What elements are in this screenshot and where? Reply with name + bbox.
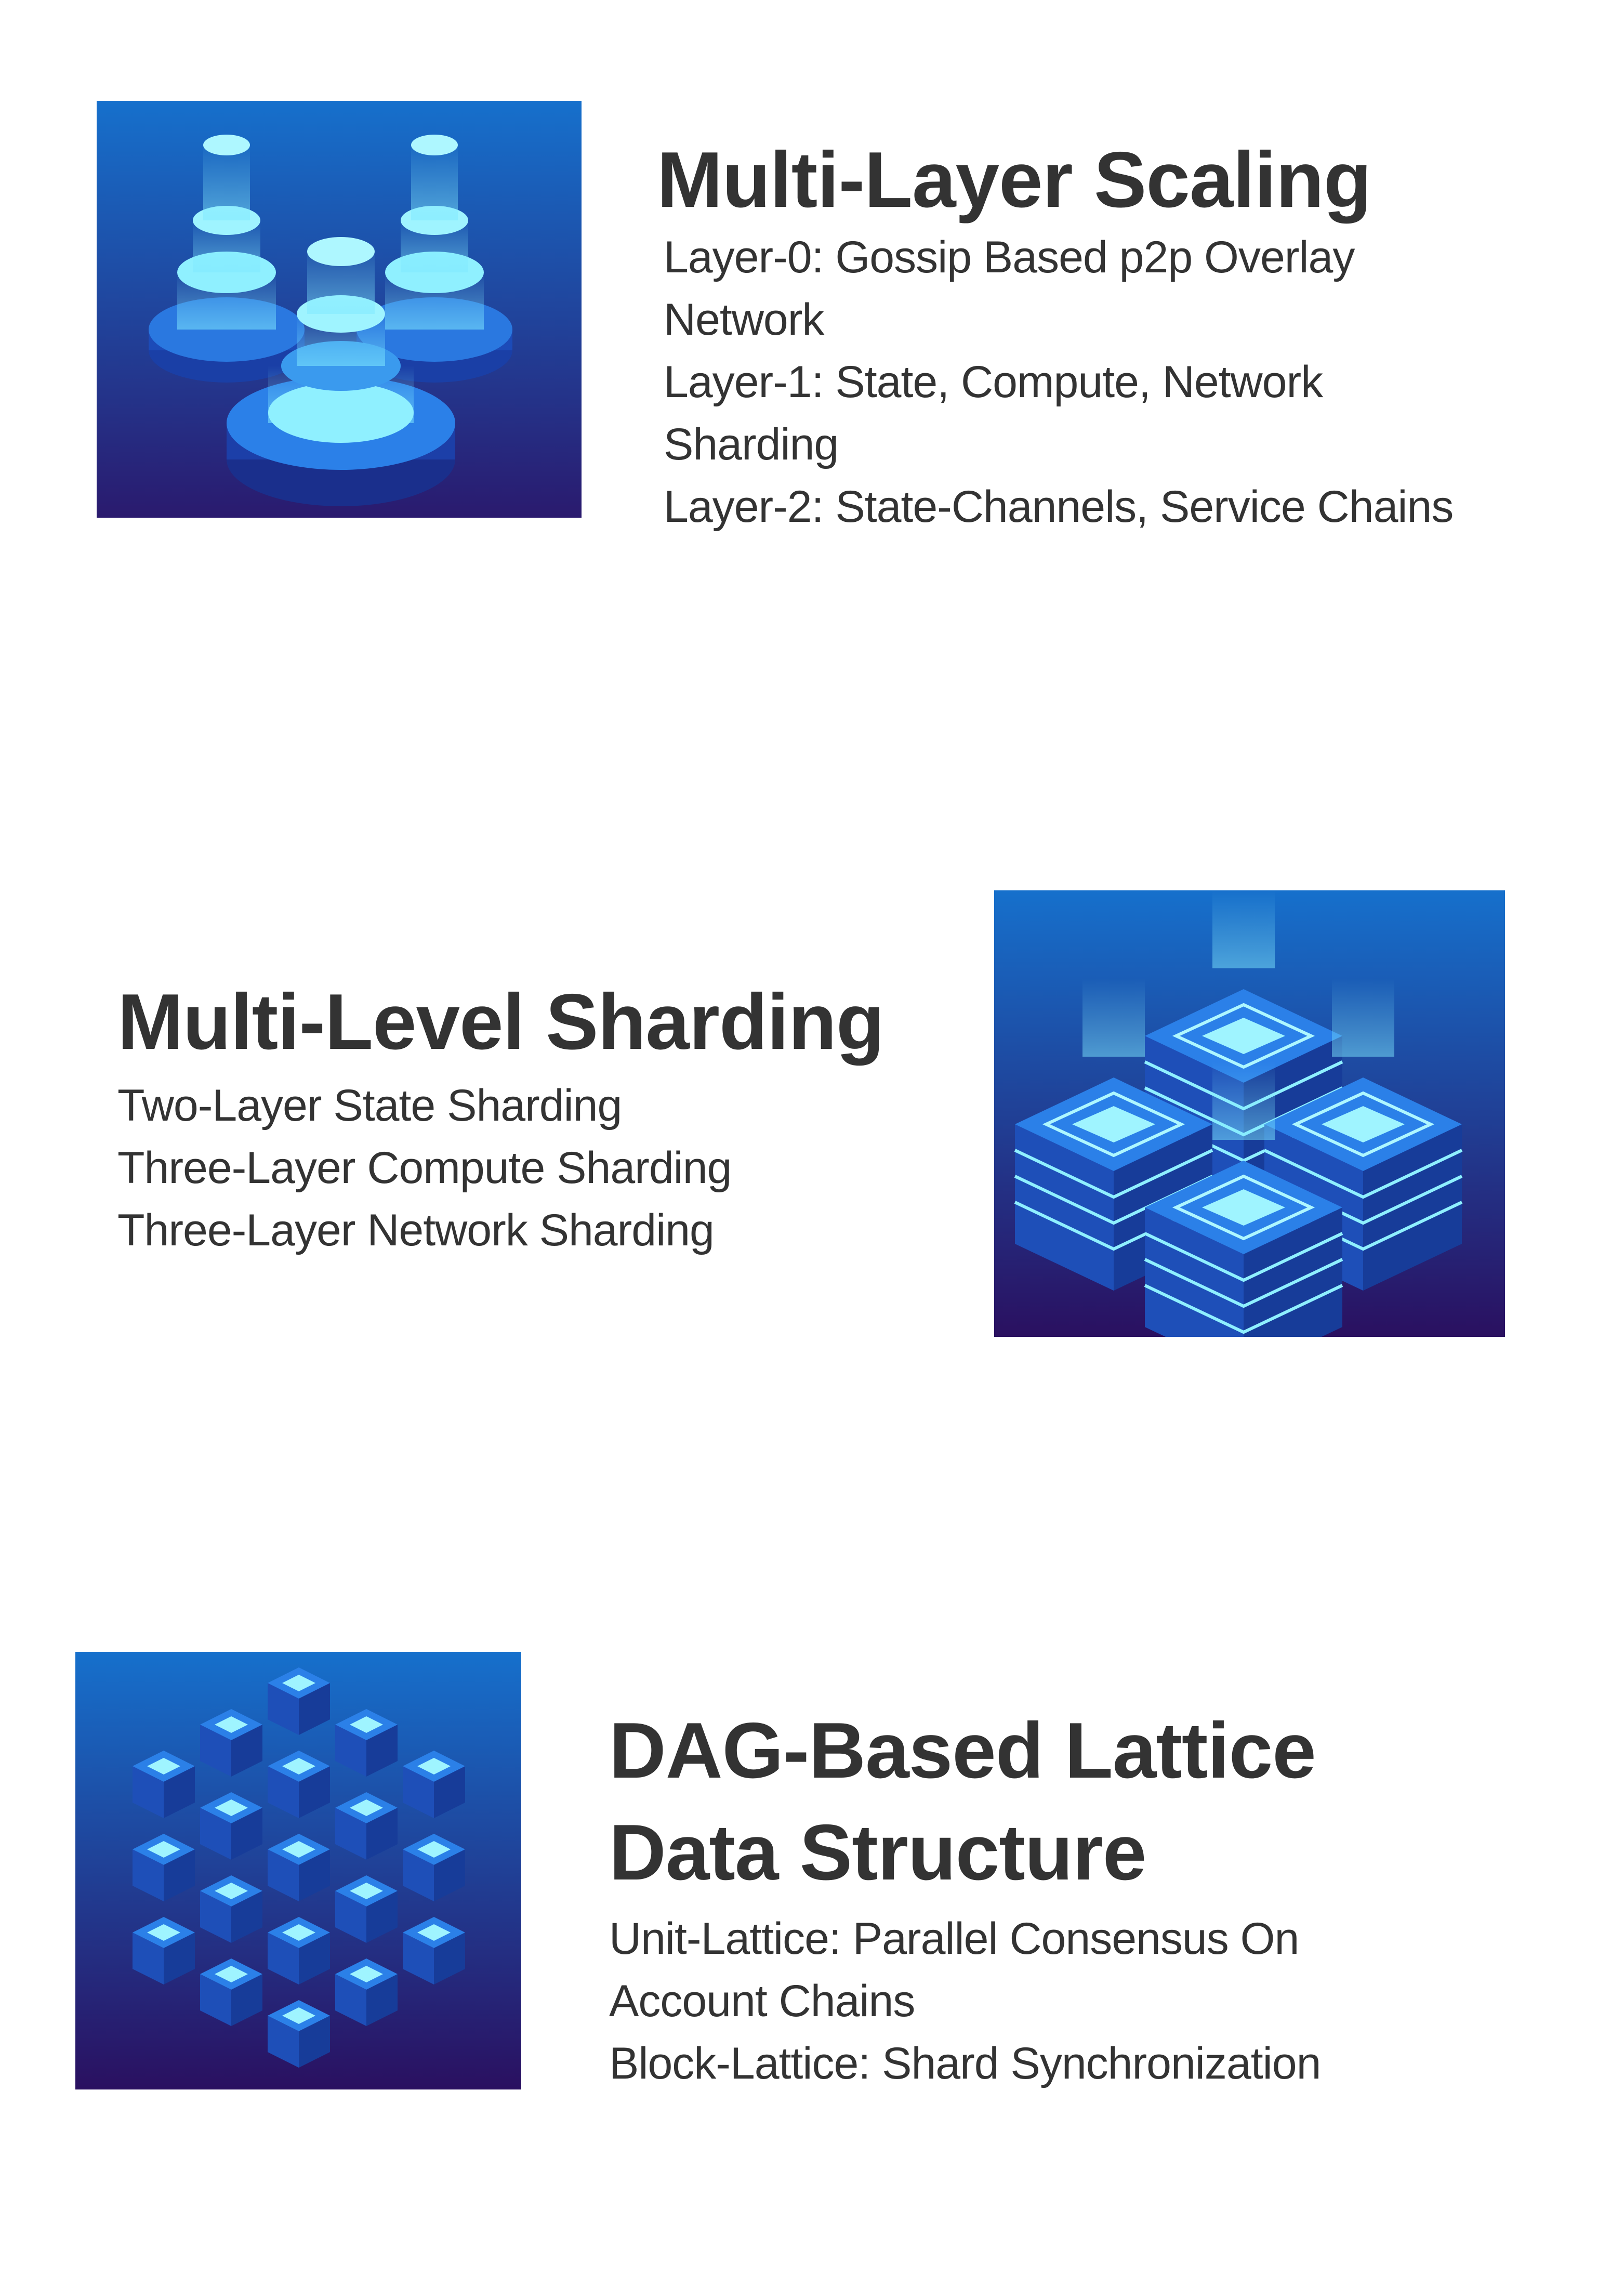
- description-line: Layer-0: Gossip Based p2p Overlay: [664, 232, 1355, 282]
- description-line: Layer-2: State-Channels, Service Chains: [664, 482, 1454, 532]
- description-line: Unit-Lattice: Parallel Consensus On: [609, 1914, 1299, 1964]
- section-heading: Multi-Level Sharding: [117, 978, 884, 1066]
- server-stacks-icon: [994, 890, 1505, 1337]
- section-heading: DAG-Based Lattice Data Structure: [609, 1700, 1316, 1903]
- description-line: Three-Layer Network Sharding: [117, 1205, 715, 1255]
- description-line: Network: [664, 295, 824, 345]
- heading-line: DAG-Based Lattice: [609, 1706, 1316, 1795]
- description-line: Sharding: [664, 419, 839, 469]
- lattice-cubes-icon: [75, 1652, 521, 2089]
- section-description: Two-Layer State Sharding Three-Layer Com…: [117, 1074, 732, 1261]
- description-line: Two-Layer State Sharding: [117, 1081, 622, 1131]
- description-line: Three-Layer Compute Sharding: [117, 1143, 732, 1193]
- description-line: Account Chains: [609, 1976, 915, 2026]
- description-line: Block-Lattice: Shard Synchronization: [609, 2039, 1321, 2088]
- stacked-cylinders-icon: [97, 101, 582, 518]
- description-line: Layer-1: State, Compute, Network: [664, 357, 1323, 407]
- section-heading: Multi-Layer Scaling: [657, 136, 1372, 224]
- heading-line: Data Structure: [609, 1808, 1146, 1897]
- section-description: Layer-0: Gossip Based p2p Overlay Networ…: [664, 226, 1454, 538]
- section-description: Unit-Lattice: Parallel Consensus On Acco…: [609, 1908, 1321, 2095]
